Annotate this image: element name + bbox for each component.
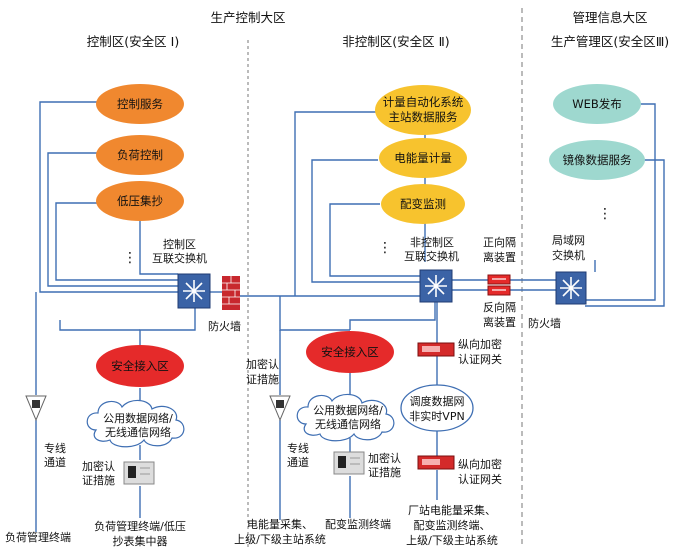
noncontrol-secure-access xyxy=(306,331,394,373)
noncontrol-cloud-label-2: 无线通信网络 xyxy=(315,417,381,431)
vertical-gateway-2-label-2: 认证网关 xyxy=(458,472,502,486)
service-web-publish xyxy=(553,84,641,124)
firewall-label: 防火墙 xyxy=(208,319,241,333)
control-encrypt-label-2: 证措施 xyxy=(82,473,115,487)
management-ellipsis: ⋮ xyxy=(598,206,612,222)
control-terminal-left: 负荷管理终端 xyxy=(5,530,71,544)
noncontrol-cloud-label-1: 公用数据网络/ xyxy=(313,403,383,417)
service-web-publish-label: WEB发布 xyxy=(572,97,622,111)
noncontrol-encrypt-device-icon xyxy=(333,451,365,475)
zone-noncontrol: 非控制区(安全区 Ⅱ) xyxy=(342,34,449,49)
lan-switch-label-2: 交换机 xyxy=(552,248,585,262)
noncontrol-dedicated-line-2: 通道 xyxy=(287,455,309,469)
control-secure-access xyxy=(96,345,184,387)
service-metering-automation-label-2: 主站数据服务 xyxy=(389,110,458,124)
vertical-gateway-2-icon xyxy=(417,455,455,470)
forward-isolation-label-2: 离装置 xyxy=(483,250,516,264)
reverse-isolation-label-2: 离装置 xyxy=(483,315,516,329)
control-cloud-icon xyxy=(86,399,185,448)
noncontrol-antenna-icon xyxy=(269,395,291,422)
service-control-label: 控制服务 xyxy=(117,97,163,111)
zone-production-control: 生产控制大区 xyxy=(210,10,285,25)
control-cloud-label-1: 公用数据网络/ xyxy=(103,411,173,425)
vertical-gateway-1-label-2: 认证网关 xyxy=(458,352,502,366)
noncontrol-encrypt-right-label-1: 加密认 xyxy=(368,451,401,465)
zone-control: 控制区(安全区 Ⅰ) xyxy=(87,34,179,49)
control-secure-access-label: 安全接入区 xyxy=(111,359,169,373)
control-encrypt-device-icon xyxy=(123,461,155,485)
control-switch-label-2: 互联交换机 xyxy=(152,251,207,265)
control-dedicated-line-1: 专线 xyxy=(44,441,66,455)
zone-production-mgmt: 生产管理区(安全区Ⅲ) xyxy=(551,34,669,49)
control-switch-label-1: 控制区 xyxy=(163,237,196,251)
noncontrol-dedicated-line-1: 专线 xyxy=(287,441,309,455)
management-firewall-label: 防火墙 xyxy=(528,316,561,330)
service-energy-metering-label: 电能量计量 xyxy=(394,151,452,165)
control-terminal-right-2: 抄表集中器 xyxy=(113,534,168,548)
forward-isolation-icon xyxy=(487,274,511,285)
control-ellipsis: ⋮ xyxy=(123,250,137,266)
service-mirror-data xyxy=(549,140,645,180)
control-encrypt-label-1: 加密认 xyxy=(82,459,115,473)
service-load-control-label: 负荷控制 xyxy=(117,148,163,162)
forward-isolation-label-1: 正向隔 xyxy=(483,235,516,249)
service-energy-metering xyxy=(379,138,467,178)
lan-switch-label-1: 局域网 xyxy=(552,234,585,247)
dispatch-vpn-label-2: 非实时VPN xyxy=(409,409,464,423)
control-terminal-right-1: 负荷管理终端/低压 xyxy=(94,519,186,533)
noncontrol-secure-access-label: 安全接入区 xyxy=(321,345,379,359)
control-cloud-label-2: 无线通信网络 xyxy=(105,425,171,439)
noncontrol-terminal-left-2: 上级/下级主站系统 xyxy=(234,532,326,546)
noncontrol-switch-label-2: 互联交换机 xyxy=(404,249,459,263)
noncontrol-encrypt-left-label-1: 加密认 xyxy=(246,357,279,371)
switch-arrows-icon xyxy=(183,280,205,302)
noncontrol-cloud-icon xyxy=(296,393,395,442)
switch-arrows-icon xyxy=(425,275,447,297)
dispatch-vpn xyxy=(400,384,474,432)
service-distribution-monitor-label: 配变监测 xyxy=(400,197,446,211)
noncontrol-terminal-right-2: 配变监测终端、 xyxy=(414,518,491,532)
noncontrol-terminal-mid: 配变监测终端 xyxy=(325,517,391,531)
vertical-gateway-1-label-1: 纵向加密 xyxy=(458,337,502,351)
reverse-isolation-label-1: 反向隔 xyxy=(483,300,516,314)
switch-arrows-icon xyxy=(560,277,582,299)
reverse-isolation-icon xyxy=(487,285,511,296)
service-low-voltage xyxy=(96,181,184,221)
dispatch-vpn-label-1: 调度数据网 xyxy=(410,394,465,408)
noncontrol-ellipsis: ⋮ xyxy=(378,240,392,256)
noncontrol-encrypt-left-label-2: 证措施 xyxy=(246,372,279,386)
connection-lines xyxy=(35,101,665,532)
service-metering-automation-label-1: 计量自动化系统 xyxy=(383,95,464,109)
service-distribution-monitor xyxy=(381,184,465,224)
service-low-voltage-label: 低压集抄 xyxy=(117,194,163,208)
noncontrol-terminal-right-3: 上级/下级主站系统 xyxy=(406,533,498,547)
noncontrol-terminal-right-1: 厂站电能量采集、 xyxy=(408,503,496,517)
firewall-icon xyxy=(222,276,240,310)
noncontrol-terminal-left-1: 电能量采集、 xyxy=(247,517,313,531)
noncontrol-encrypt-right-label-2: 证措施 xyxy=(368,465,401,479)
vertical-gateway-2-label-1: 纵向加密 xyxy=(458,457,502,471)
service-metering-automation xyxy=(375,85,471,135)
service-load-control xyxy=(96,135,184,175)
zone-management-info: 管理信息大区 xyxy=(572,10,647,25)
service-mirror-data-label: 镜像数据服务 xyxy=(563,153,632,167)
vertical-gateway-1-icon xyxy=(417,342,455,357)
noncontrol-switch-label-1: 非控制区 xyxy=(410,235,454,249)
control-dedicated-line-2: 通道 xyxy=(44,455,66,469)
control-antenna-icon xyxy=(25,395,47,422)
service-control xyxy=(96,84,184,124)
